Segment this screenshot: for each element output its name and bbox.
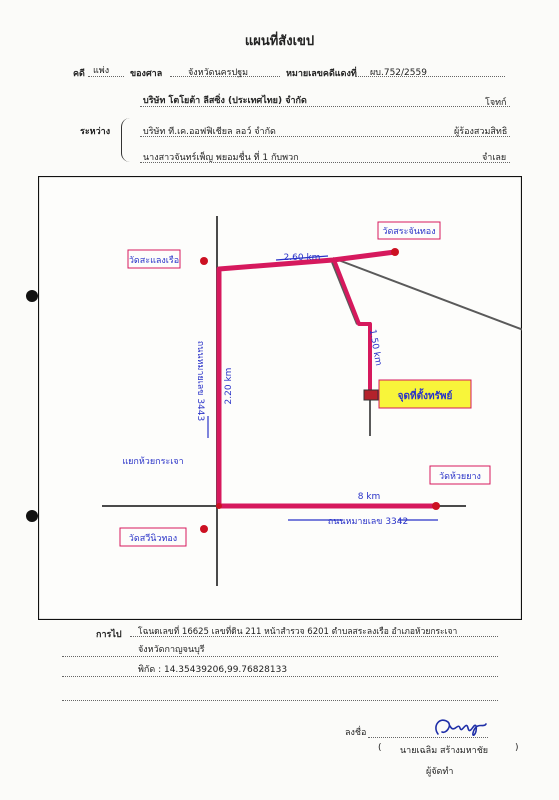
label-road-vertical: ถนนหมายเลข 3443 [195, 341, 205, 421]
sign-label: ลงชื่อ [345, 728, 367, 738]
defendant-role: จำเลย [482, 153, 507, 163]
label-temple-bottom-left: วัดสวีนิวทอง [129, 533, 177, 544]
box-temple-bottom-left [119, 527, 187, 547]
label-temple-right: วัดห้วยยาง [439, 471, 481, 482]
assignee-name: บริษัท ที.เค.ออฟฟิเชียล ลอว์ จำกัด [143, 127, 276, 137]
party-brace [121, 118, 130, 162]
arrow-top [275, 255, 329, 261]
box-temple-top-right [377, 221, 441, 240]
directions-line-2: จังหวัดกาญจนบุรี [138, 645, 205, 655]
road-right-gray [332, 257, 522, 331]
plaintiff-role: โจทก์ [485, 98, 507, 108]
defendant-name: นางสาวจันทร์เพ็ญ พยอมชื่น ที่ 1 กับพวก [143, 153, 299, 163]
case-label: คดี [73, 69, 85, 79]
label-dist-vertical: 2.20 km [224, 368, 234, 405]
box-temple-right [429, 465, 491, 485]
box-temple-top-left [127, 249, 181, 269]
label-destination: จุดที่ตั้งทรัพย์ [398, 388, 453, 402]
court-value: จังหวัดนครปฐม [188, 68, 249, 78]
assignee-role: ผู้ร้องสวมสิทธิ [454, 127, 508, 137]
marker-temple-bottom-left [200, 525, 208, 533]
between-label: ระหว่าง [80, 127, 111, 137]
marker-temple-top-left [200, 257, 208, 265]
court-label: ของศาล [130, 69, 163, 79]
punch-hole-bottom [26, 510, 38, 522]
label-dist-top: 2.60 km [284, 253, 321, 263]
signer-name: นายเฉลิม สร้างมหาชัย [400, 746, 489, 756]
marker-junction [216, 503, 222, 509]
to-label: การไป [96, 630, 122, 640]
signature-image [435, 719, 487, 737]
coordinates: พิกัด : 14.35439206,99.76828133 [138, 665, 288, 675]
marker-temple-top-right [391, 248, 399, 256]
punch-hole-top [26, 290, 38, 302]
label-road-horizontal: ถนนหมายเลข 3342 [328, 517, 408, 527]
plaintiff-name: บริษัท โตโยต้า ลีสซิ่ง (ประเทศไทย) จำกัด [143, 96, 307, 106]
route-main [216, 249, 396, 504]
case-type: แพ่ง [93, 66, 110, 76]
label-temple-top-left: วัดสะแลงเรือ [129, 255, 179, 266]
signer-role: ผู้จัดทำ [426, 767, 454, 777]
label-dist-bottom: 8 km [358, 492, 381, 502]
property-marker [363, 389, 379, 401]
paren-open: ( [378, 743, 382, 753]
box-destination [378, 379, 472, 409]
location-map: วัดสะแลงเรือ วัดสระจันทอง จุดที่ตั้งทรัพ… [38, 176, 522, 620]
red-case-number-label: หมายเลขคดีแดงที่ [286, 69, 357, 79]
route-to-property [332, 259, 372, 394]
red-case-number: ผบ.752/2559 [370, 68, 427, 78]
directions-line-1: โฉนดเลขที่ 16625 เลขที่ดิน 211 หน้าสำรวจ… [138, 627, 458, 637]
page-title: แผนที่สังเขป [244, 34, 315, 49]
label-temple-top-right: วัดสระจันทอง [382, 227, 435, 237]
marker-temple-right [432, 502, 440, 510]
label-junction: แยกห้วยกระเจา [122, 456, 183, 467]
paren-close: ) [515, 743, 519, 753]
